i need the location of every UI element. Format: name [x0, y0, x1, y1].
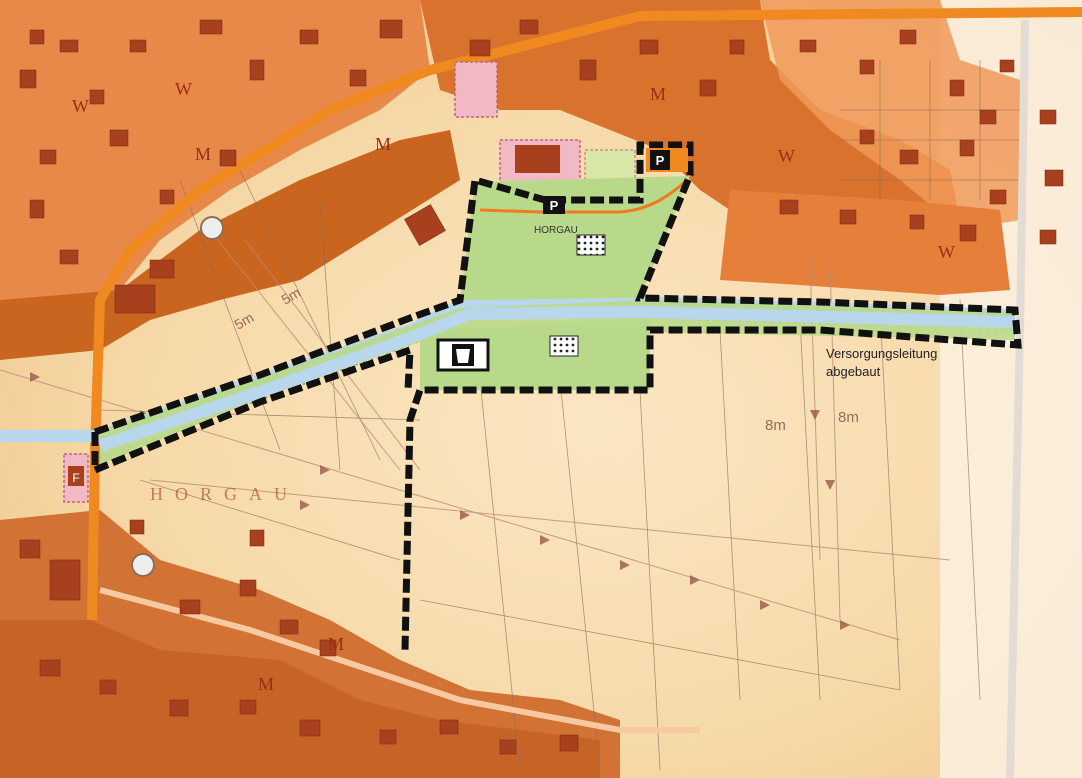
- main-road: [87, 7, 1082, 621]
- green-area-north: [460, 176, 690, 300]
- zone-label: W: [72, 96, 89, 116]
- planning-boundary: [91, 141, 1022, 651]
- buildings: [19, 19, 1064, 755]
- zone-label: W: [175, 79, 192, 99]
- zone-north-east: [760, 0, 1020, 230]
- roundabout-north: [200, 216, 224, 240]
- annotation-supply-line-1: Versorgungsleitung: [826, 346, 937, 361]
- zone-east-strip: [720, 190, 1010, 295]
- zone-south-west-inner: [0, 620, 600, 778]
- zone-label: W: [938, 242, 955, 262]
- zone-label: F: [72, 471, 79, 485]
- playground-icon: [576, 234, 606, 256]
- place-label: HORGAU: [534, 225, 578, 236]
- zone-label: M: [650, 84, 666, 104]
- parking-icon: P: [646, 148, 688, 172]
- parking-icon: P: [543, 196, 565, 214]
- zone-label: M: [195, 144, 211, 164]
- zone-label: M: [328, 634, 344, 654]
- zone-label: M: [258, 674, 274, 694]
- fire-station-marker: F: [63, 453, 89, 503]
- faint-place-label: HORGAU: [150, 484, 299, 504]
- zone-label: W: [778, 146, 795, 166]
- zone-north-west: [0, 0, 430, 300]
- parking-label-1: P: [550, 198, 559, 213]
- parking-label-2: P: [656, 153, 665, 168]
- zone-north-center: [420, 0, 960, 235]
- waste-bin-icon: [436, 338, 490, 372]
- built-up-zones: [0, 0, 1020, 778]
- secondary-road-south: [99, 587, 700, 733]
- annotation-supply-line-2: abgebaut: [826, 364, 881, 379]
- playground-icon: [549, 335, 579, 357]
- river-overlay: [98, 305, 1016, 452]
- distance-label: 8m: [838, 409, 859, 426]
- footpath: [479, 180, 686, 214]
- roundabout-south: [131, 553, 155, 577]
- zone-label: M: [375, 134, 391, 154]
- parcel-lines: [99, 60, 1020, 771]
- distance-label: 8m: [765, 417, 786, 434]
- green-area-south: [420, 318, 650, 390]
